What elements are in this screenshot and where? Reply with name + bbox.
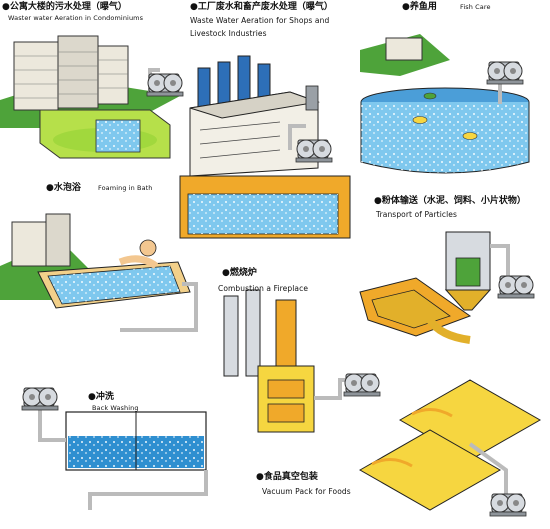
food-title-en: Vacuum Pack for Foods [262, 487, 351, 496]
powder-title-cn: ●粉体输送（水泥、饲料、小片状物） [374, 196, 526, 206]
foaming-bath-scene [0, 213, 198, 332]
bath-title-en: Foaming in Bath [98, 184, 153, 192]
building-icon [13, 35, 129, 111]
powder-transport-scene [359, 231, 535, 344]
wash-title-en: Back Washing [92, 404, 139, 412]
factory-title-en-1: Waste Water Aeration for Shops and [190, 16, 330, 25]
blower-icon [146, 73, 184, 97]
vacuum-pack-scene [358, 379, 542, 517]
blower-icon [489, 493, 527, 517]
furnace-icon [257, 299, 315, 433]
condo-title-cn: ●公寓大楼的污水处理（曝气） [2, 2, 127, 12]
blower-icon [295, 139, 333, 163]
back-washing-scene [21, 387, 208, 510]
factory-wastewater-scene [179, 55, 351, 239]
factory-title-cn: ●工厂废水和畜产废水处理（曝气） [190, 2, 333, 12]
blower-icon [497, 275, 535, 299]
fireplace-title-cn: ●燃烧炉 [222, 268, 257, 278]
conveyor-icon [359, 277, 472, 344]
silo-icon [444, 231, 492, 311]
condo-title-en: Waster water Aeration in Condominiums [8, 14, 144, 22]
fireplace-title-en: Combustion a Fireplace [218, 284, 309, 293]
fish-title-en: Fish Care [460, 3, 491, 11]
blower-icon [486, 61, 524, 85]
blower-icon [343, 373, 381, 397]
fish-title-cn: ●养鱼用 [402, 2, 437, 12]
powder-title-en: Transport of Particles [376, 210, 458, 219]
combustion-fireplace-scene [223, 289, 381, 433]
factory-icon [189, 55, 320, 177]
fish-care-scene [360, 34, 530, 174]
condo-aeration-scene [0, 35, 184, 159]
blower-icon [21, 387, 59, 411]
factory-title-en-2: Livestock Industries [190, 29, 267, 38]
wash-title-cn: ●冲洗 [88, 392, 114, 402]
food-title-cn: ●食品真空包装 [256, 472, 318, 482]
bathtub-icon [37, 239, 191, 309]
fish-tank-icon [360, 87, 530, 174]
bath-title-cn: ●水泡浴 [46, 183, 81, 193]
wash-tank-icon [65, 411, 207, 471]
